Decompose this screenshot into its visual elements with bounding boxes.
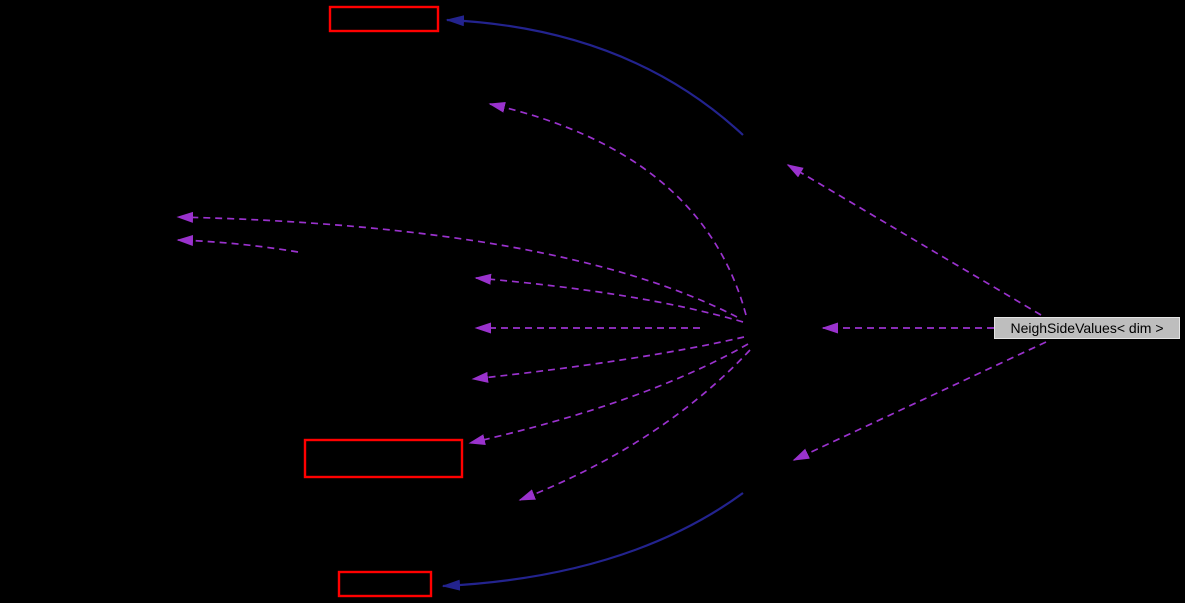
usage-edge-neighsidevalues-to-upper-node xyxy=(786,164,1042,316)
usage-edge-neighsidevalues-to-lower-node xyxy=(792,341,1047,461)
red-node-top[interactable] xyxy=(328,5,440,33)
usage-edge-center-to-left-3 xyxy=(471,336,745,383)
usage-edge-center-to-middle-red-node xyxy=(468,343,749,446)
usage-edge-center-to-lower-left xyxy=(518,349,751,501)
current-node-neighsidevalues: NeighSideValues< dim > xyxy=(994,317,1180,339)
red-node-middle[interactable] xyxy=(303,438,464,479)
red-node-bottom[interactable] xyxy=(337,570,433,598)
usage-edge-left-short xyxy=(176,235,299,253)
inheritance-edge-to-top-red-node xyxy=(445,15,744,136)
usage-edge-center-to-left-1 xyxy=(474,273,744,323)
usage-edge-center-to-upper-left xyxy=(488,101,747,316)
current-node-label: NeighSideValues< dim > xyxy=(1010,320,1164,336)
usage-edge-center-to-far-left-upper xyxy=(176,211,738,318)
inheritance-edge-to-bottom-red-node xyxy=(441,492,744,591)
